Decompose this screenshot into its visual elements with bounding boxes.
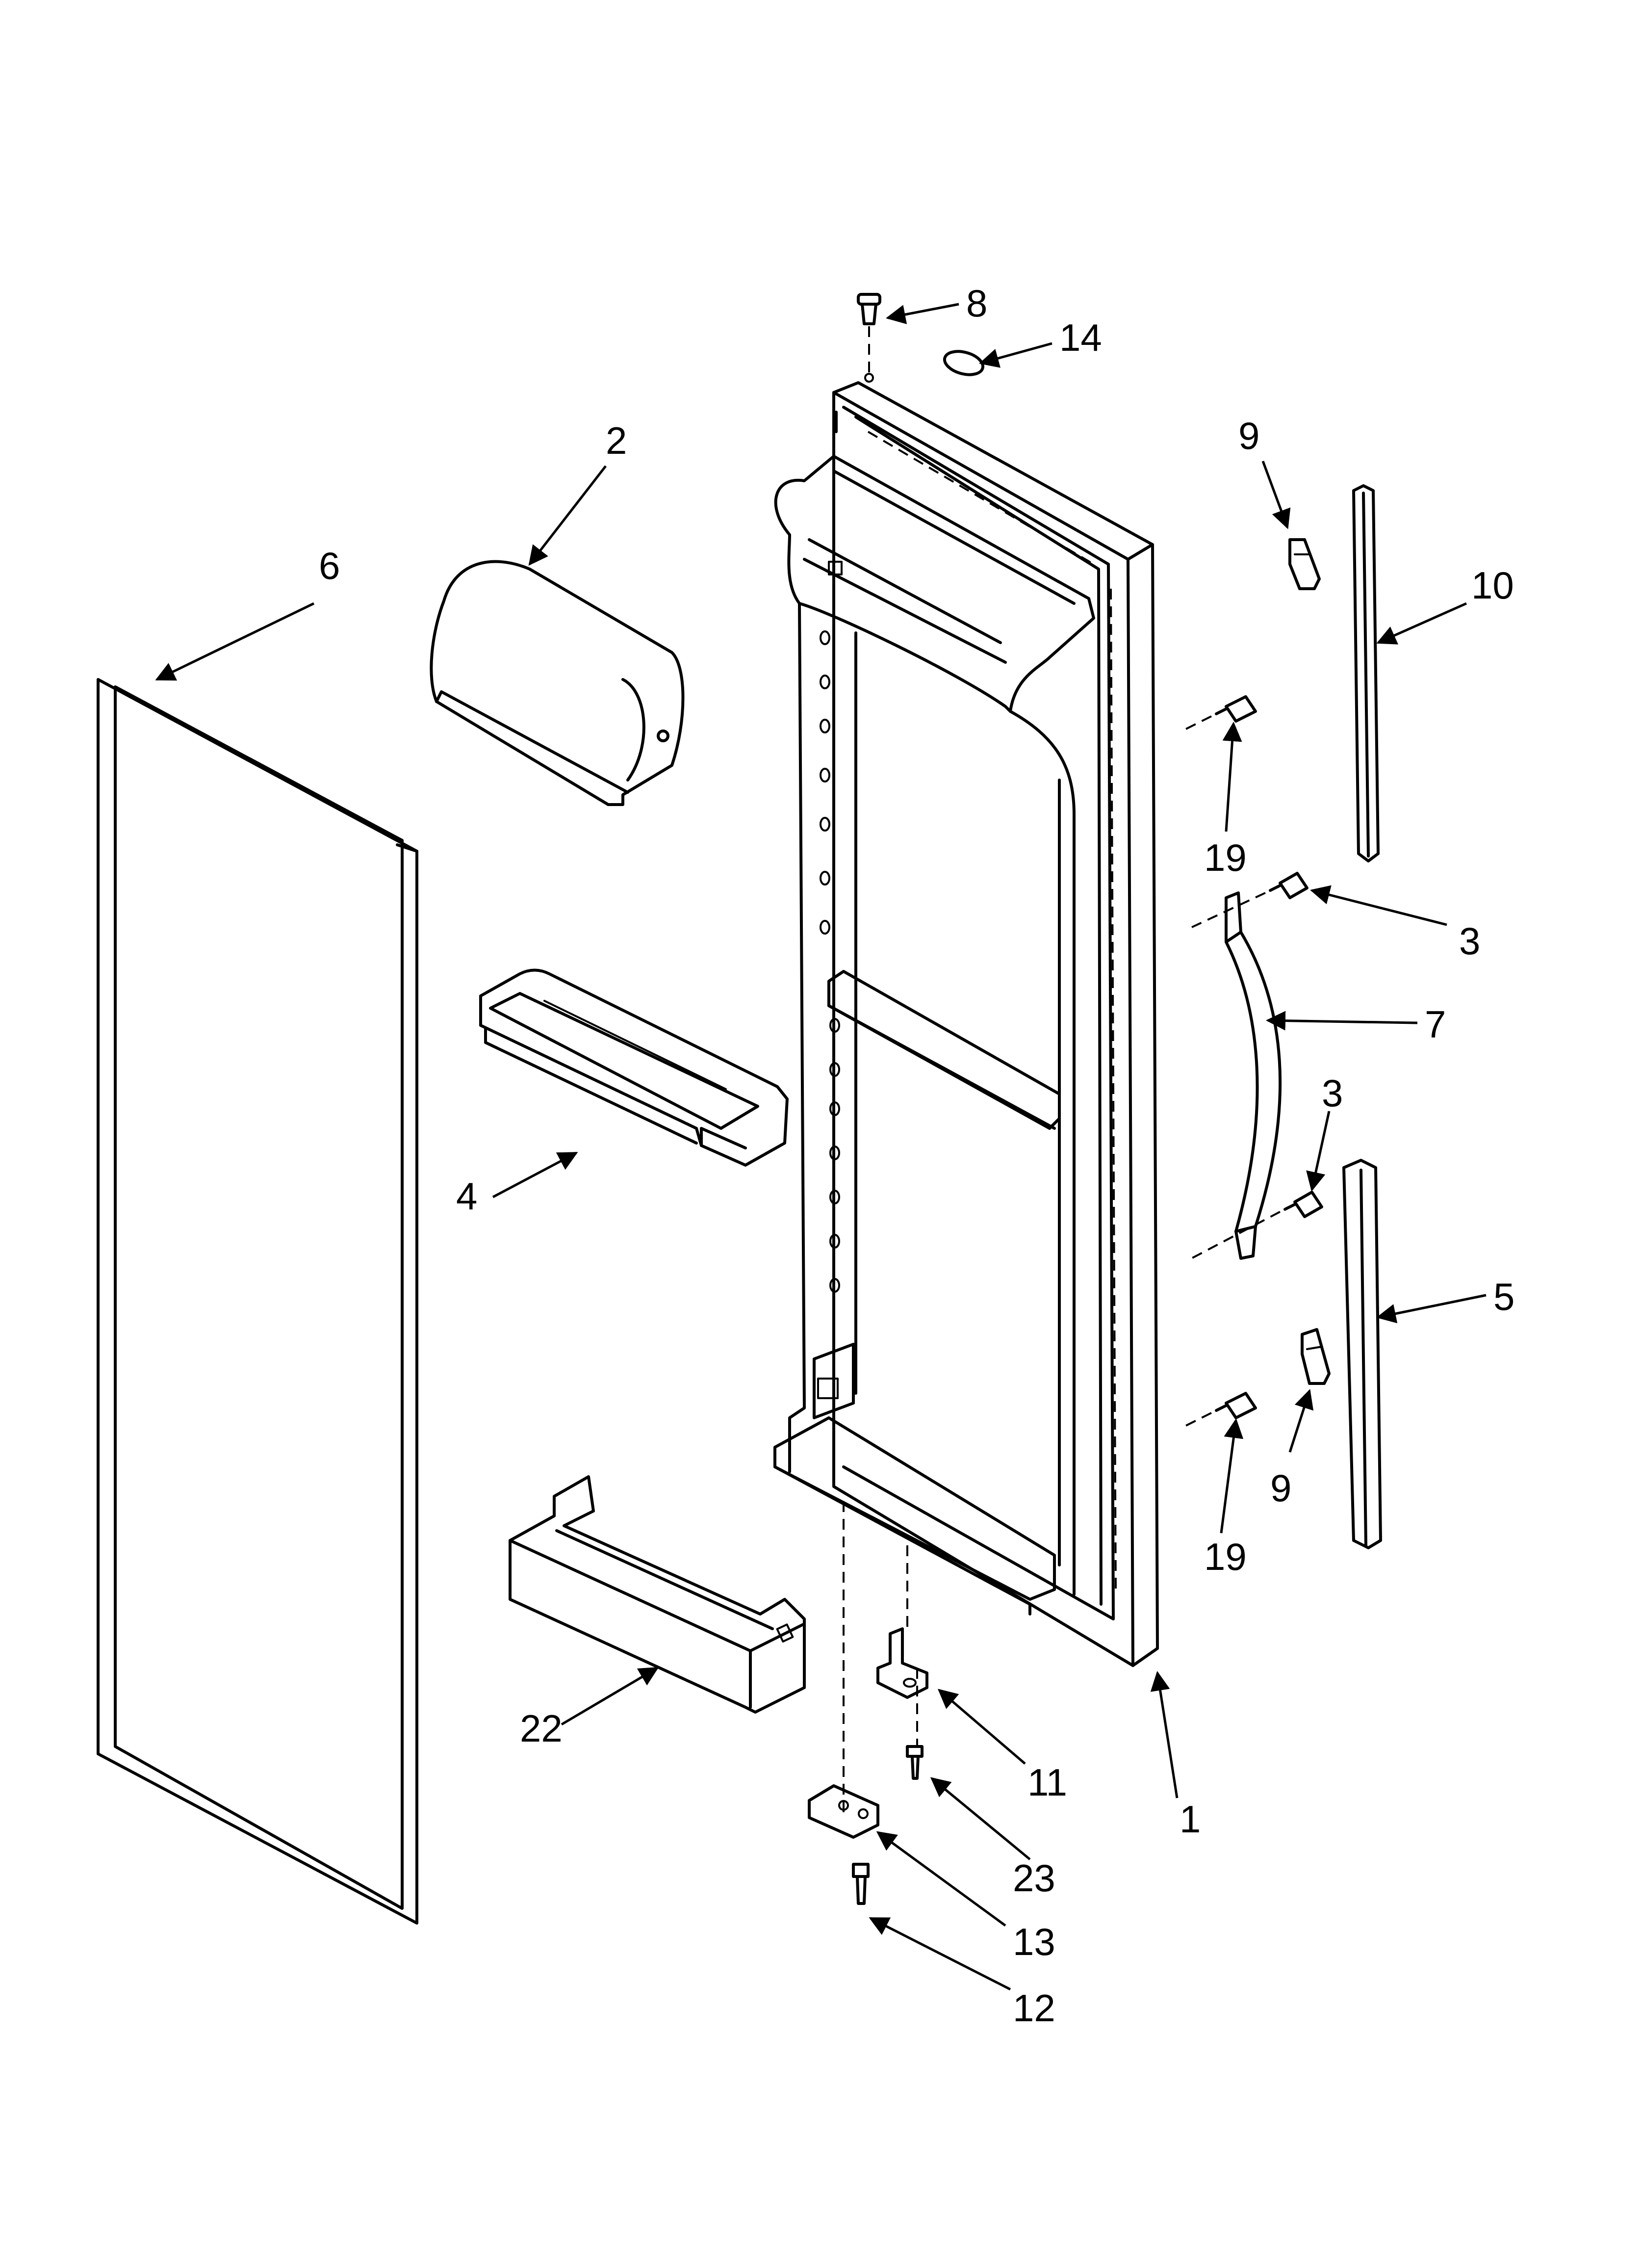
callout-labels: 8 14 2 6 9 10 19 3 7 3 4 5 9 19 22 11 1 … [319, 282, 1514, 2030]
callout-9-upper: 9 [1238, 414, 1259, 457]
callout-3-lower: 3 [1322, 1071, 1343, 1115]
callout-11: 11 [1027, 1761, 1067, 1804]
callout-23: 23 [1013, 1856, 1055, 1900]
callout-7: 7 [1425, 1003, 1446, 1046]
leader-lines [155, 303, 1487, 1991]
bracket-screw-part [852, 1863, 870, 1905]
callout-3-upper: 3 [1459, 919, 1480, 963]
bottom-bin-part [509, 1475, 806, 1714]
callout-19-lower: 19 [1204, 1535, 1247, 1578]
lower-trim-part [1342, 1159, 1382, 1549]
door-assembly-part [773, 381, 1159, 1815]
lower-trim-screw-part [1181, 1392, 1257, 1429]
lower-handle-screw-part [1186, 1191, 1323, 1262]
upper-trim-screw-part [1181, 695, 1257, 732]
callout-1: 1 [1180, 1798, 1201, 1841]
door-bin-part [479, 968, 789, 1167]
callout-5: 5 [1493, 1275, 1514, 1318]
callout-22: 22 [520, 1707, 563, 1750]
callout-2: 2 [606, 419, 627, 462]
callout-10: 10 [1471, 564, 1514, 607]
callout-12: 12 [1013, 1986, 1055, 2030]
dairy-door-part [430, 560, 685, 806]
lower-trim-clip-part [1301, 1328, 1331, 1385]
upper-trim-clip-part [1288, 538, 1321, 590]
door-gasket-part [97, 678, 418, 1925]
hinge-bushing-part [943, 350, 985, 376]
callout-9-lower: 9 [1270, 1466, 1291, 1510]
door-stop-part [857, 293, 881, 383]
upper-handle-screw-part [1191, 872, 1308, 928]
callout-19-upper: 19 [1204, 836, 1247, 879]
door-handle-part [1225, 891, 1282, 1260]
hinge-screw-part [906, 1745, 924, 1780]
callout-13: 13 [1013, 1920, 1055, 1963]
callout-14: 14 [1059, 316, 1102, 359]
hinge-bracket-part [808, 1784, 879, 1839]
upper-trim-part [1352, 484, 1380, 862]
callout-8: 8 [966, 282, 987, 325]
callout-4: 4 [456, 1174, 477, 1218]
hinge-pin-part [876, 1627, 928, 1699]
callout-6: 6 [319, 544, 340, 587]
